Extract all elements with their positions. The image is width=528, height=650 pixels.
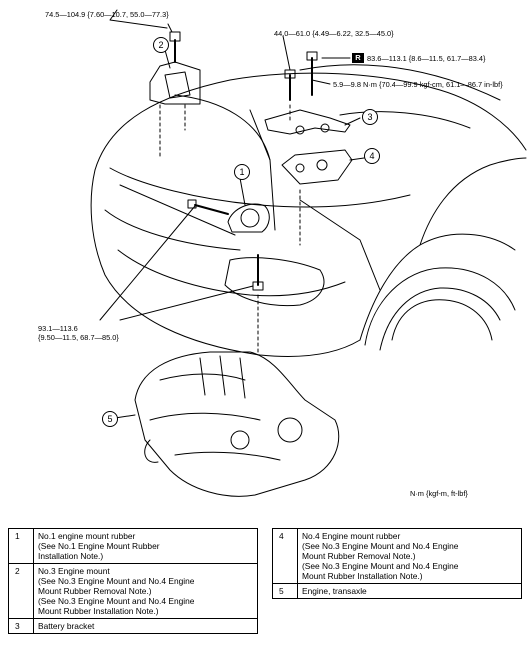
callout-4: 4	[364, 148, 380, 164]
legend-line: Mount Rubber Removal Note.)	[302, 551, 416, 561]
callout-5: 5	[102, 411, 118, 427]
line-drawing	[90, 9, 527, 497]
callout-2: 2	[153, 37, 169, 53]
mount-no3	[149, 61, 201, 105]
legend-description: Battery bracket	[33, 618, 258, 634]
legend-line: No.4 Engine mount rubber	[302, 531, 401, 541]
torque-spec-small-bolt: 5.9—9.8 N·m {70.4—99.9 kgf-cm, 61.1—86.7…	[333, 80, 503, 89]
legend-number: 4	[272, 528, 298, 584]
engine-transaxle	[134, 351, 340, 497]
legend-line: Installation Note.)	[38, 551, 104, 561]
legend-line: Mount Rubber Removal Note.)	[38, 586, 152, 596]
mount-no1	[227, 203, 270, 233]
legend-description: No.1 engine mount rubber(See No.1 Engine…	[33, 528, 258, 564]
headlight	[224, 257, 325, 307]
legend-line: No.1 engine mount rubber	[38, 531, 136, 541]
battery-bracket	[264, 109, 351, 135]
torque-spec-mount-no4: 83.6—113.1 {8.6—11.5, 61.7—83.4}	[367, 54, 486, 63]
legend-number: 5	[272, 583, 298, 599]
front-tire	[391, 299, 493, 341]
legend-line: Battery bracket	[38, 621, 95, 631]
legend-line: (See No.3 Engine Mount and No.4 Engine	[38, 596, 195, 606]
legend-line: No.3 Engine mount	[38, 566, 110, 576]
legend-line: (See No.3 Engine Mount and No.4 Engine	[38, 576, 195, 586]
callout-1: 1	[234, 164, 250, 180]
legend-line: (See No.3 Engine Mount and No.4 Engine	[302, 541, 459, 551]
replace-badge: R	[352, 53, 364, 63]
legend-line: Mount Rubber Installation Note.)	[38, 606, 159, 616]
legend-number: 1	[8, 528, 34, 564]
torque-spec-mount-no1-line2: {9.50—11.5, 68.7—85.0}	[38, 333, 119, 342]
torque-spec-bracket-bolt: 44.0—61.0 {4.49—6.22, 32.5—45.0}	[274, 29, 394, 38]
torque-spec-mount-no1-line1: 93.1—113.6	[38, 324, 78, 333]
legend-row: 5 Engine, transaxle	[272, 583, 522, 599]
legend-description: No.3 Engine mount(See No.3 Engine Mount …	[33, 563, 258, 619]
legend-number: 3	[8, 618, 34, 634]
legend-description: No.4 Engine mount rubber(See No.3 Engine…	[297, 528, 522, 584]
legend-line: (See No.1 Engine Mount Rubber	[38, 541, 160, 551]
legend-description: Engine, transaxle	[297, 583, 522, 599]
legend-line: Mount Rubber Installation Note.)	[302, 571, 423, 581]
callout-3: 3	[362, 109, 378, 125]
exploded-diagram: 74.5—104.9 {7.60—10.7, 55.0—77.3} 44.0—6…	[38, 9, 527, 498]
torque-spec-mount-no3: 74.5—104.9 {7.60—10.7, 55.0—77.3}	[45, 10, 169, 19]
legend-row: 3 Battery bracket	[8, 618, 258, 634]
legend-line: Engine, transaxle	[302, 586, 367, 596]
legend-number: 2	[8, 563, 34, 619]
car-body-outline	[94, 72, 527, 171]
legend-line: (See No.3 Engine Mount and No.4 Engine	[302, 561, 459, 571]
wheel-arch	[364, 267, 516, 346]
unit-note: N·m {kgf-m, ft-lbf}	[410, 489, 468, 498]
